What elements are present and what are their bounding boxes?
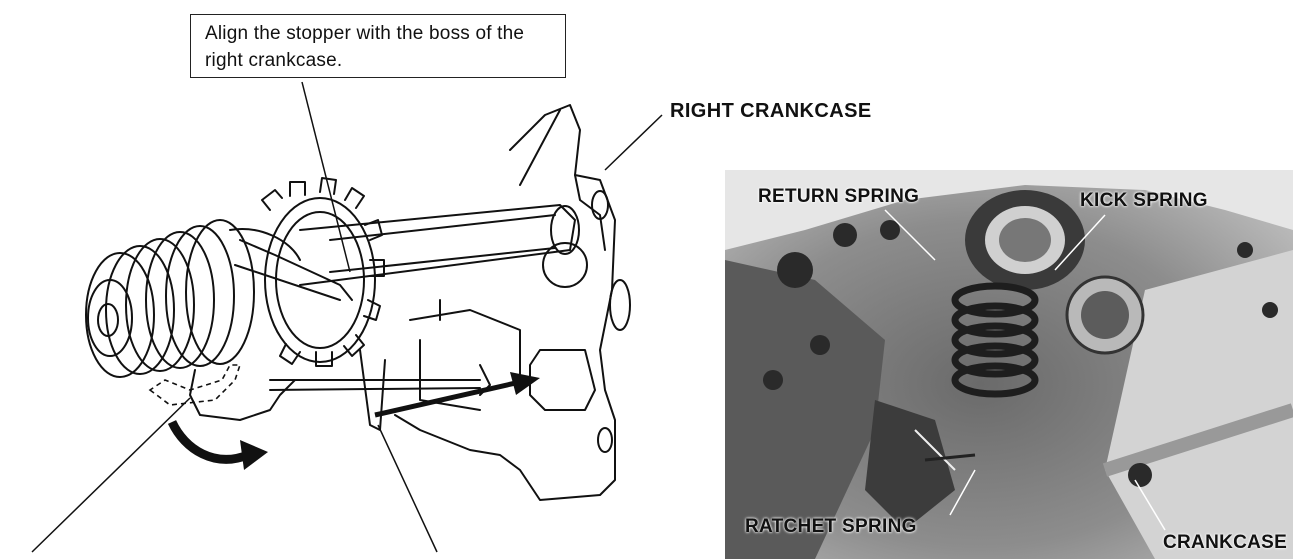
- right-crankcase-label: RIGHT CRANKCASE: [670, 100, 872, 122]
- return-spring-label: RETURN SPRING: [758, 186, 920, 207]
- crankcase-label: CRANKCASE: [1163, 532, 1288, 553]
- bottom-center-leader: [377, 424, 438, 553]
- dashed-arm: [148, 364, 242, 406]
- kick-gear: [261, 177, 385, 367]
- callout-leader: [301, 81, 351, 273]
- ratchet-spring-label: RATCHET SPRING: [745, 516, 917, 537]
- kick-shaft: [299, 204, 576, 286]
- kick-spring-label: KICK SPRING: [1080, 190, 1208, 211]
- right-crankcase-leader: [604, 114, 663, 171]
- stopper-alignment-note: Align the stopper with the boss of the r…: [190, 14, 566, 78]
- bottom-left-leader: [31, 397, 191, 553]
- crankcase-photo: [725, 170, 1293, 559]
- spring-coils-photo: [951, 282, 1039, 398]
- kick-spring: [85, 219, 301, 378]
- ratchet-spring-wire: [189, 369, 296, 421]
- rotation-arrow: [167, 419, 250, 464]
- alignment-arrow: [374, 379, 521, 418]
- crankcase-outline: [394, 104, 616, 501]
- kickstarter-illustration: [31, 81, 663, 553]
